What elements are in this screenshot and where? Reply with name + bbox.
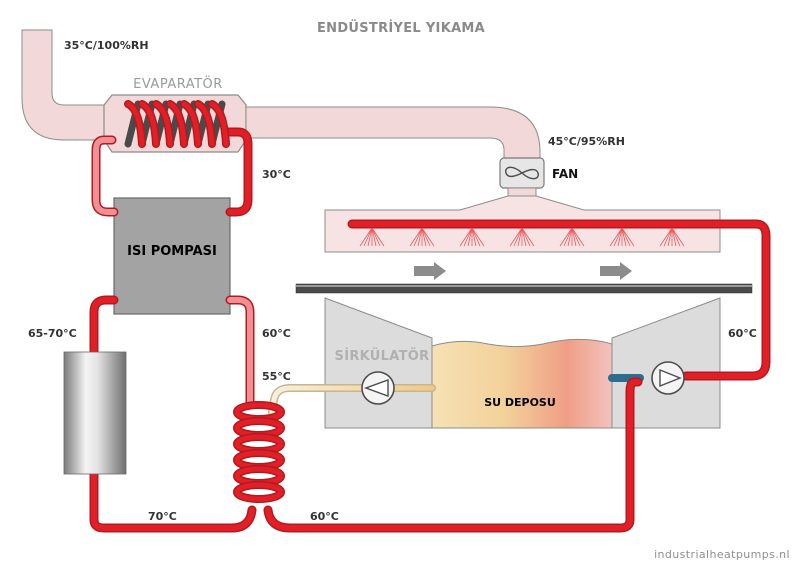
spray-jet: [671, 227, 681, 247]
spray-jet: [471, 227, 485, 247]
spray-jet: [371, 227, 381, 247]
heat-exchanger-loop-fill: [234, 466, 284, 486]
spray-jet: [559, 227, 573, 247]
circulator-label: SİRKÜLATÖR: [335, 348, 430, 364]
spray-jet: [513, 227, 523, 247]
spray-jet: [521, 227, 527, 247]
circulator-pump-icon: [363, 379, 389, 397]
evaporator-coil-loop-fill: [167, 101, 187, 147]
heat-exchanger-coil: [233, 401, 285, 503]
heat-pump-box: [113, 197, 231, 315]
inlet-air-readout: 35°C/100%RH: [64, 39, 149, 52]
hp-return-readout: 60°C: [262, 327, 291, 340]
spray-jet: [659, 227, 673, 247]
spray-jet: [667, 227, 673, 247]
spray-jet: [363, 227, 373, 247]
spray-jet: [571, 227, 577, 247]
spray-jet: [371, 227, 377, 247]
spray-jet: [671, 227, 677, 247]
spray-jet: [509, 227, 523, 247]
diagram-title: ENDÜSTRİYEL YIKAMA: [317, 20, 485, 36]
spray-jet: [459, 227, 473, 247]
hx-in-readout: 55°C: [262, 370, 291, 383]
spray-jet: [613, 227, 623, 247]
spray-jet: [409, 227, 423, 247]
outlet-air-duct: [245, 106, 541, 161]
spray-jet: [563, 227, 573, 247]
water-tank-label: SU DEPOSU: [484, 396, 556, 409]
heat-exchanger-loop-fill: [234, 434, 284, 454]
spray-jet: [571, 227, 581, 247]
evaporator-coil-loop-fill: [125, 101, 145, 147]
product-label: ÜRÜN: [498, 263, 542, 280]
evaporator-coil-loop-fill: [153, 101, 173, 147]
spray-jet: [471, 227, 477, 247]
exhaust-air-readout: 45°C/95%RH: [548, 135, 625, 148]
evaporator-coil: [124, 100, 230, 148]
spray-jet: [421, 227, 427, 247]
spray-jet: [621, 227, 635, 247]
spray-jet: [567, 227, 573, 247]
storage-cylinder: [63, 351, 127, 475]
spray-jet: [413, 227, 423, 247]
evaporator-coil-loop-fill: [181, 101, 201, 147]
product-arrow-left: [414, 262, 446, 280]
evap-line-readout: 30°C: [262, 168, 291, 181]
spray-nozzles: [359, 227, 685, 247]
spray-jet: [621, 227, 631, 247]
product-arrow-right: [600, 262, 632, 280]
source-credit: industrialheatpumps.nl: [654, 548, 790, 561]
heat-exchanger-loop-fill: [234, 482, 284, 502]
heat-pump-label: ISI POMPASI: [127, 244, 217, 259]
spray-jet: [371, 227, 385, 247]
hp-out-readout: 65-70°C: [28, 327, 77, 340]
spray-jet: [663, 227, 673, 247]
pipe-network: [89, 127, 771, 533]
spray-jet: [359, 227, 373, 247]
evaporator-coil-loop-fill: [209, 101, 229, 147]
evaporator-coil-loop-fill: [195, 101, 215, 147]
spray-jet: [421, 227, 435, 247]
bottom-left-readout: 70°C: [148, 510, 177, 523]
tank-pump: [651, 361, 685, 395]
spray-jet: [367, 227, 373, 247]
spray-jet: [521, 227, 535, 247]
spray-jet: [609, 227, 623, 247]
tank-loop-readout: 60°C: [728, 327, 757, 340]
spray-jet: [671, 227, 685, 247]
evaporator-coil-loop-fill: [139, 101, 159, 147]
spray-jet: [463, 227, 473, 247]
fan-neck: [507, 187, 537, 197]
water-tank: [431, 338, 613, 429]
conveyor-belt: [295, 283, 753, 294]
circulator-pump: [361, 371, 395, 405]
spray-jet: [621, 227, 627, 247]
spray-jet: [421, 227, 431, 247]
heat-exchanger-loop-fill: [234, 450, 284, 470]
spray-jet: [617, 227, 623, 247]
tank-pump-icon: [659, 368, 682, 388]
spray-jet: [417, 227, 423, 247]
bottom-mid-readout: 60°C: [310, 510, 339, 523]
spray-jet: [571, 227, 585, 247]
fan-label: FAN: [552, 167, 578, 181]
heat-exchanger-loop-fill: [234, 418, 284, 438]
spray-jet: [467, 227, 473, 247]
evaporator-label: EVAPARATÖR: [133, 75, 223, 92]
conveyor-highlight: [296, 285, 752, 287]
spray-jet: [471, 227, 481, 247]
spray-jet: [521, 227, 531, 247]
fan-icon: [505, 166, 539, 180]
spray-jet: [517, 227, 523, 247]
washer-housing: [324, 297, 721, 429]
conveyor: [295, 262, 753, 294]
